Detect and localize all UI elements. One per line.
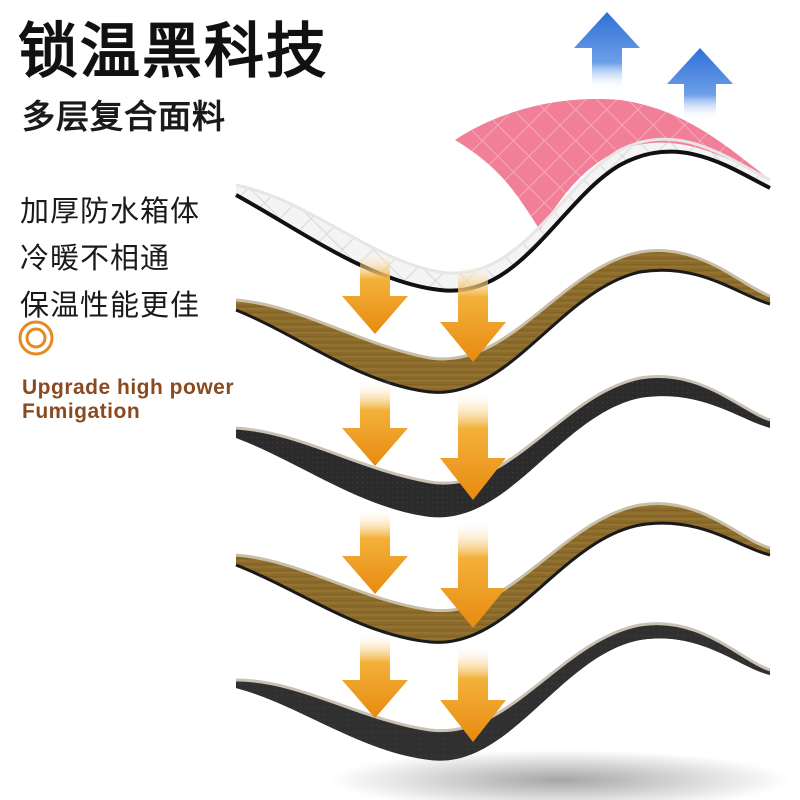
down-arrow-icon <box>342 508 408 594</box>
black-fabric-layer <box>235 375 771 518</box>
concentric-rings-icon <box>18 320 54 356</box>
down-arrow-icon <box>440 645 506 742</box>
khaki-foil-layer-2 <box>235 502 771 644</box>
tagline-line-2: Fumigation <box>22 400 141 423</box>
floor-shadow <box>330 750 790 800</box>
mesh-base-layer <box>235 622 771 761</box>
tagline-line-1: Upgrade high power <box>22 376 235 399</box>
feature-item-thick-waterproof: 加厚防水箱体 <box>20 194 201 228</box>
down-arrow-icon <box>440 520 506 628</box>
up-arrow-icon <box>667 48 733 120</box>
down-arrow-icon <box>342 380 408 466</box>
feature-item-better-warmth: 保温性能更佳 <box>20 288 201 322</box>
subheadline: 多层复合面料 <box>22 97 226 136</box>
down-arrow-icon <box>342 632 408 718</box>
feature-list: 加厚防水箱体 冷暖不相通 保温性能更佳 <box>20 188 200 329</box>
khaki-foil-layer <box>235 249 771 394</box>
down-arrow-icon <box>440 262 506 362</box>
down-arrow-icon <box>440 390 506 500</box>
up-arrow-icon <box>574 12 640 90</box>
down-arrow-icon <box>342 250 408 334</box>
feature-item-insulated: 冷暖不相通 <box>20 241 171 275</box>
tagline: Upgrade high power Fumigation <box>22 376 234 424</box>
headline: 锁温黑科技 <box>18 17 328 87</box>
